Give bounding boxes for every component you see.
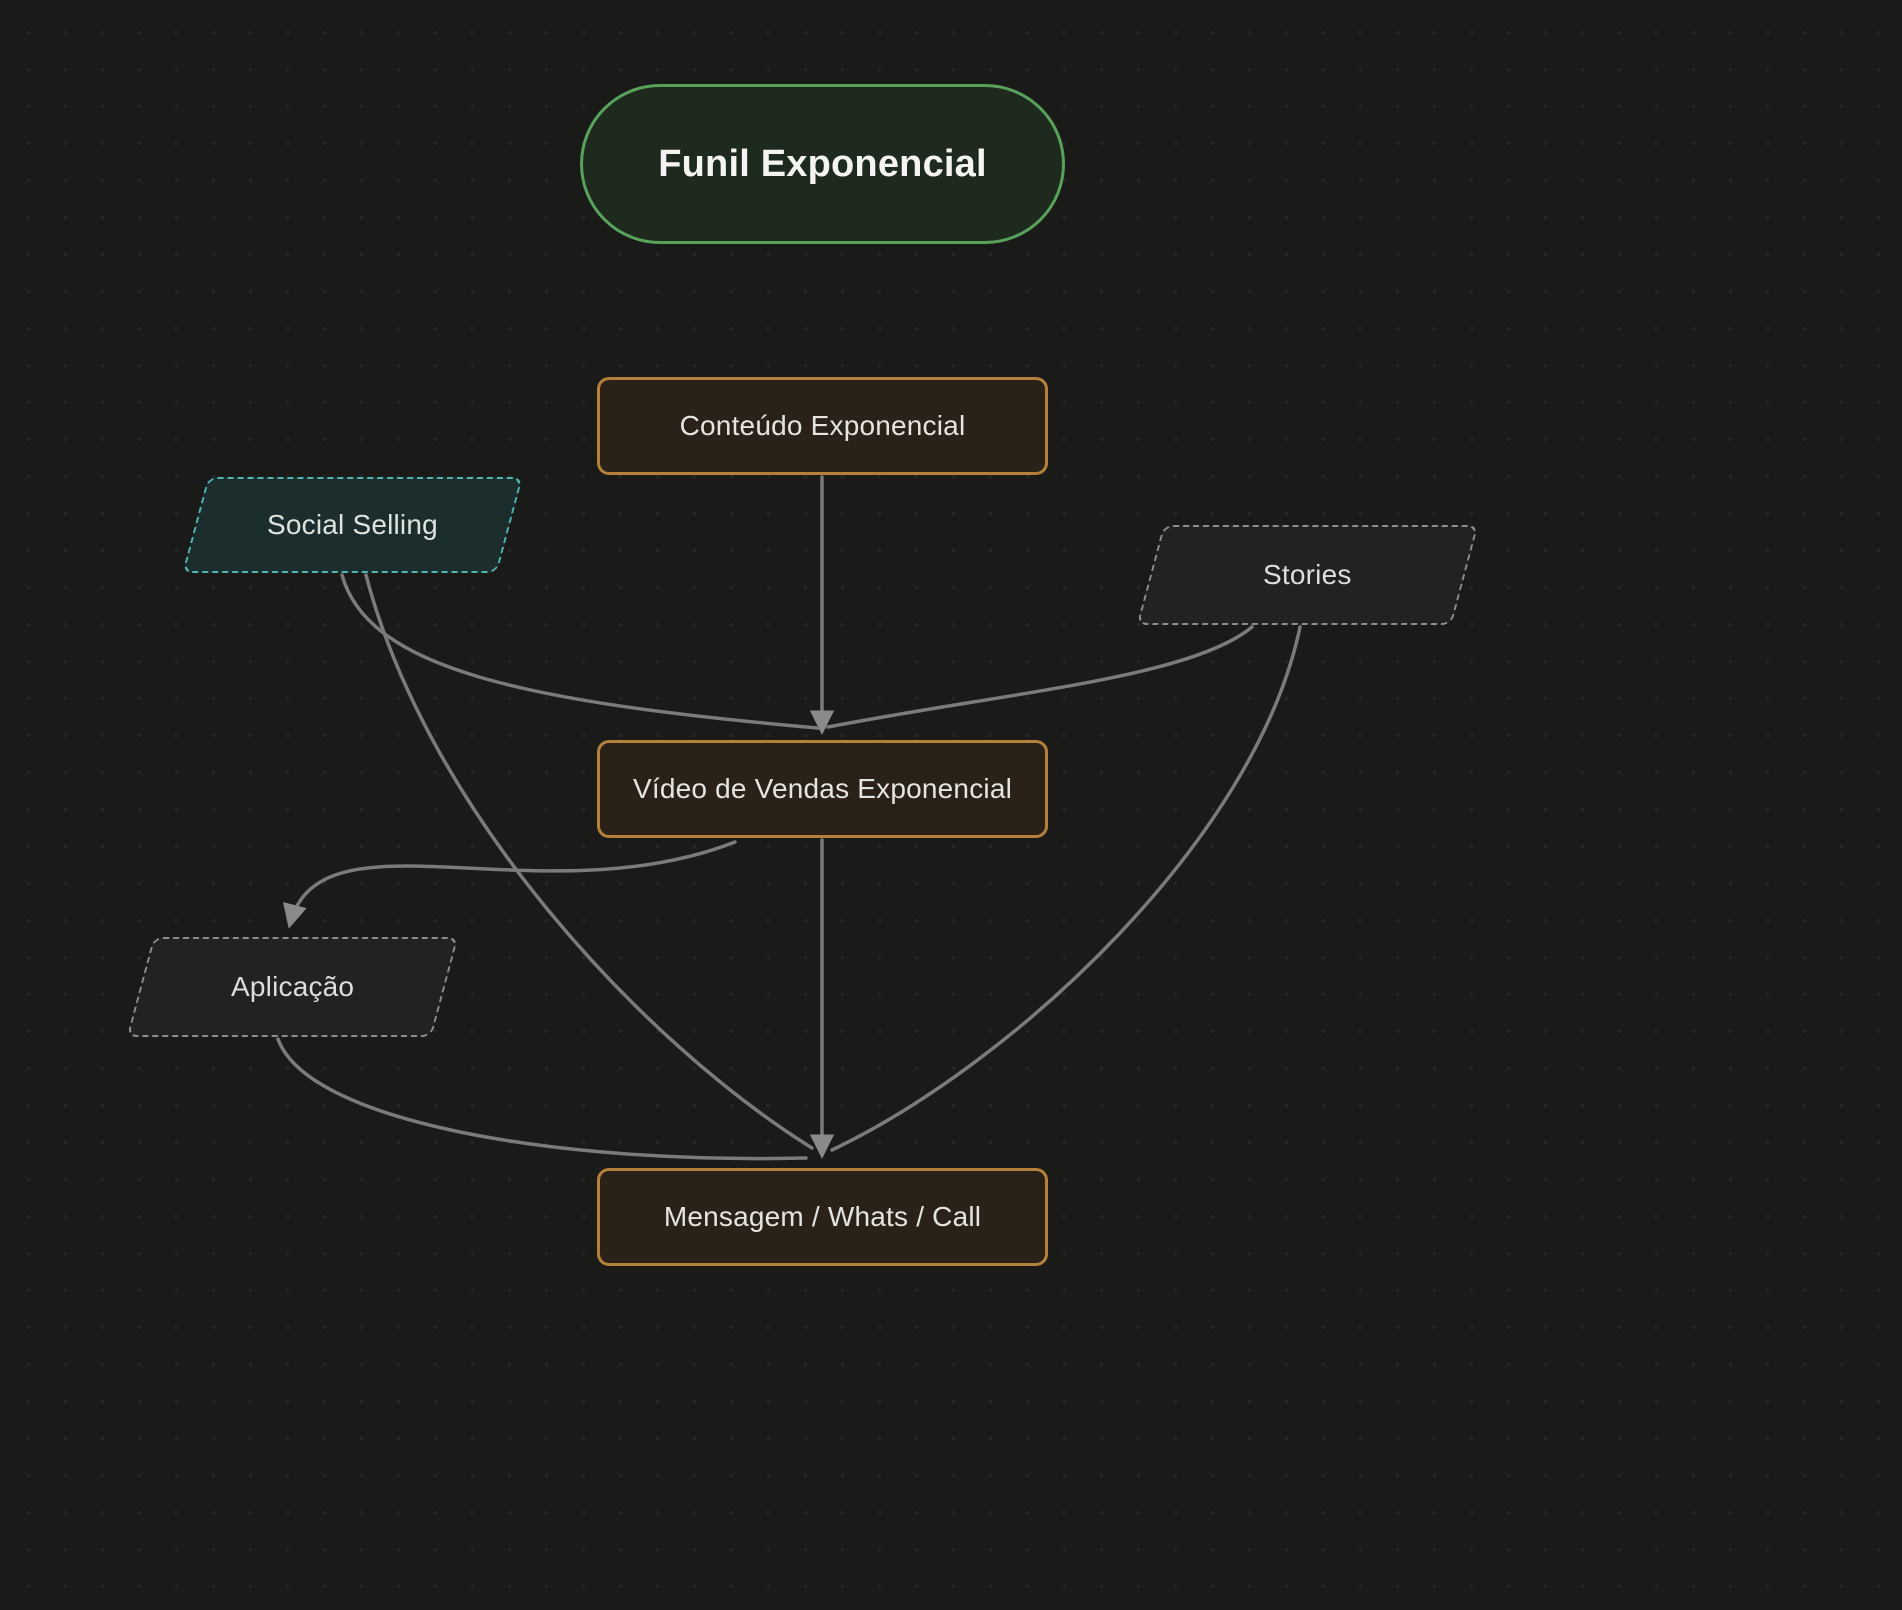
- node-conteudo-exponencial-label: Conteúdo Exponencial: [679, 410, 966, 441]
- node-social-selling-label: Social Selling: [267, 509, 438, 540]
- edge-aplicacao-to-mensagem: [276, 1037, 808, 1161]
- node-video-de-vendas-label: Vídeo de Vendas Exponencial: [632, 773, 1013, 804]
- node-stories[interactable]: Stories: [1136, 525, 1479, 625]
- node-conteudo-exponencial[interactable]: Conteúdo Exponencial: [597, 377, 1048, 475]
- edge-video-to-aplicacao: [283, 840, 737, 929]
- node-funil-exponencial-label: Funil Exponencial: [658, 142, 987, 185]
- node-funil-exponencial[interactable]: Funil Exponencial: [580, 84, 1065, 244]
- edge-stories-to-mensagem: [830, 625, 1302, 1152]
- node-video-de-vendas[interactable]: Vídeo de Vendas Exponencial: [597, 740, 1048, 838]
- edge-social-selling-to-video: [340, 573, 820, 730]
- edge-stories-to-video: [826, 625, 1254, 729]
- node-stories-label: Stories: [1263, 559, 1352, 590]
- node-mensagem-whats-call[interactable]: Mensagem / Whats / Call: [597, 1168, 1048, 1266]
- edge-social-selling-to-mensagem: [364, 573, 814, 1150]
- node-social-selling[interactable]: Social Selling: [182, 477, 523, 573]
- node-mensagem-whats-call-label: Mensagem / Whats / Call: [663, 1201, 982, 1232]
- node-aplicacao-label: Aplicação: [230, 971, 355, 1002]
- node-aplicacao[interactable]: Aplicação: [126, 937, 459, 1037]
